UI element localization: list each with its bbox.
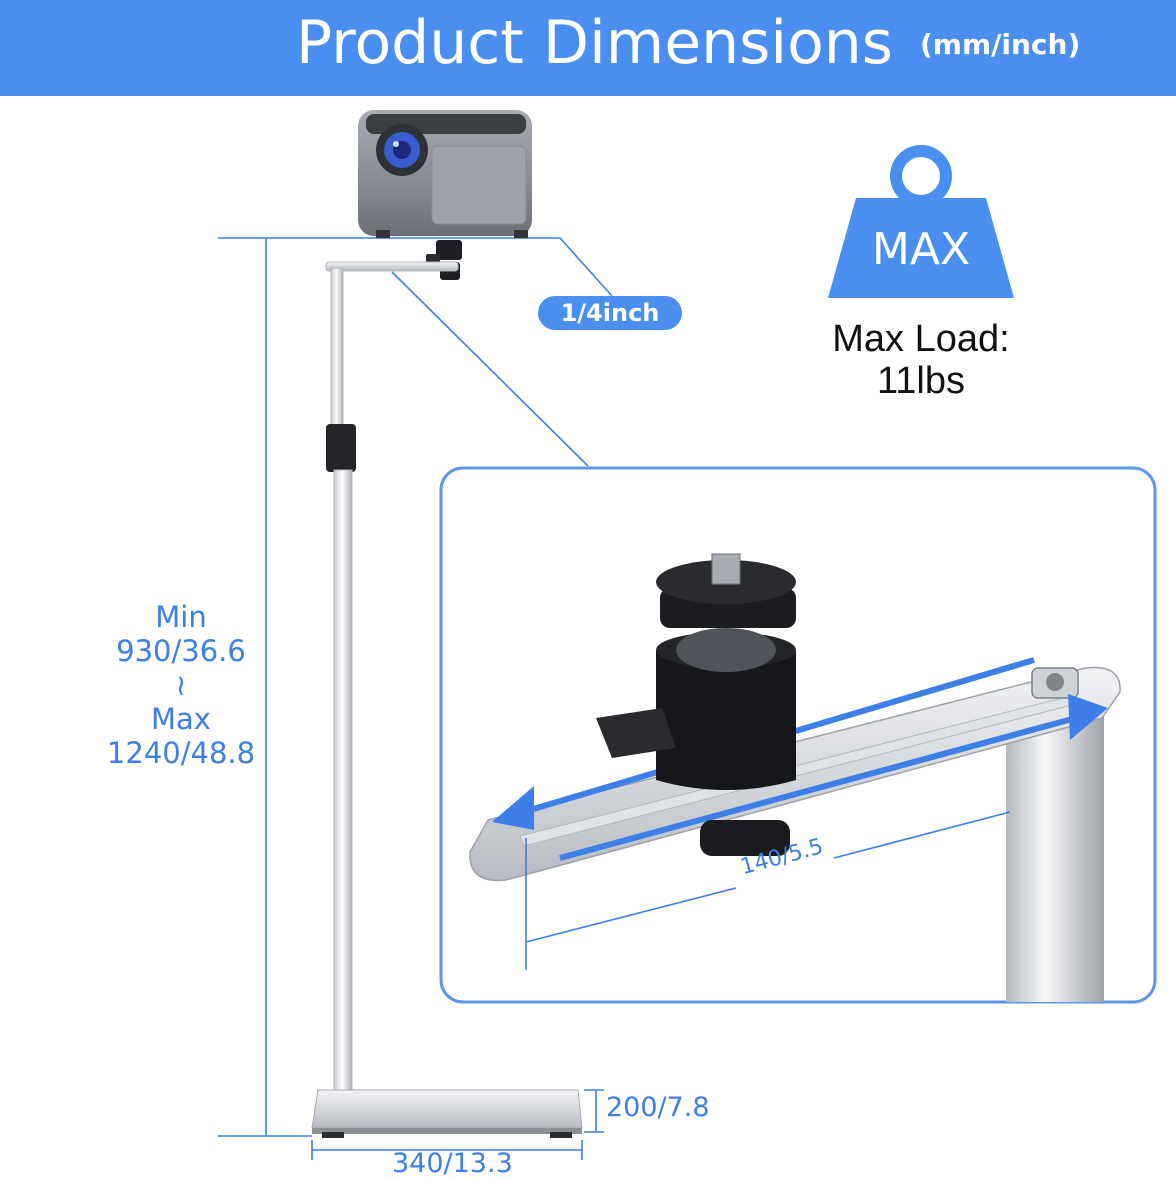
max-load-value: 11lbs xyxy=(876,360,966,402)
height-max-word: Max xyxy=(151,702,211,736)
top-arm xyxy=(325,261,459,272)
detail-illustration xyxy=(469,553,1121,1002)
max-badge-text: MAX xyxy=(871,224,971,275)
max-load-icon xyxy=(828,145,1014,298)
height-separator: ≀ xyxy=(175,668,187,702)
top-ball-head xyxy=(426,240,462,280)
stand-pole xyxy=(326,267,356,1107)
detail-box xyxy=(439,466,1157,1004)
base-dimension-lines xyxy=(311,1089,604,1160)
height-range-label: Min 930/36.6 ≀ Max 1240/48.8 xyxy=(100,600,262,770)
max-load-label: Max Load: 11lbs xyxy=(810,318,1032,402)
projector xyxy=(358,110,532,238)
height-min-value: 930/36.6 xyxy=(116,634,246,668)
base-width-label: 340/13.3 xyxy=(392,1148,513,1179)
header-banner: Product Dimensions (mm/inch) xyxy=(0,0,1176,96)
stand-base xyxy=(311,1089,583,1138)
units-label: (mm/inch) xyxy=(920,28,1081,61)
page-title: Product Dimensions xyxy=(296,8,894,78)
height-max-value: 1240/48.8 xyxy=(106,736,256,770)
height-min-word: Min xyxy=(155,600,207,634)
max-load-title: Max Load: xyxy=(832,318,1010,360)
screw-size-badge: 1/4inch xyxy=(538,296,682,330)
leader-lines xyxy=(391,237,613,467)
base-depth-label: 200/7.8 xyxy=(606,1092,710,1123)
